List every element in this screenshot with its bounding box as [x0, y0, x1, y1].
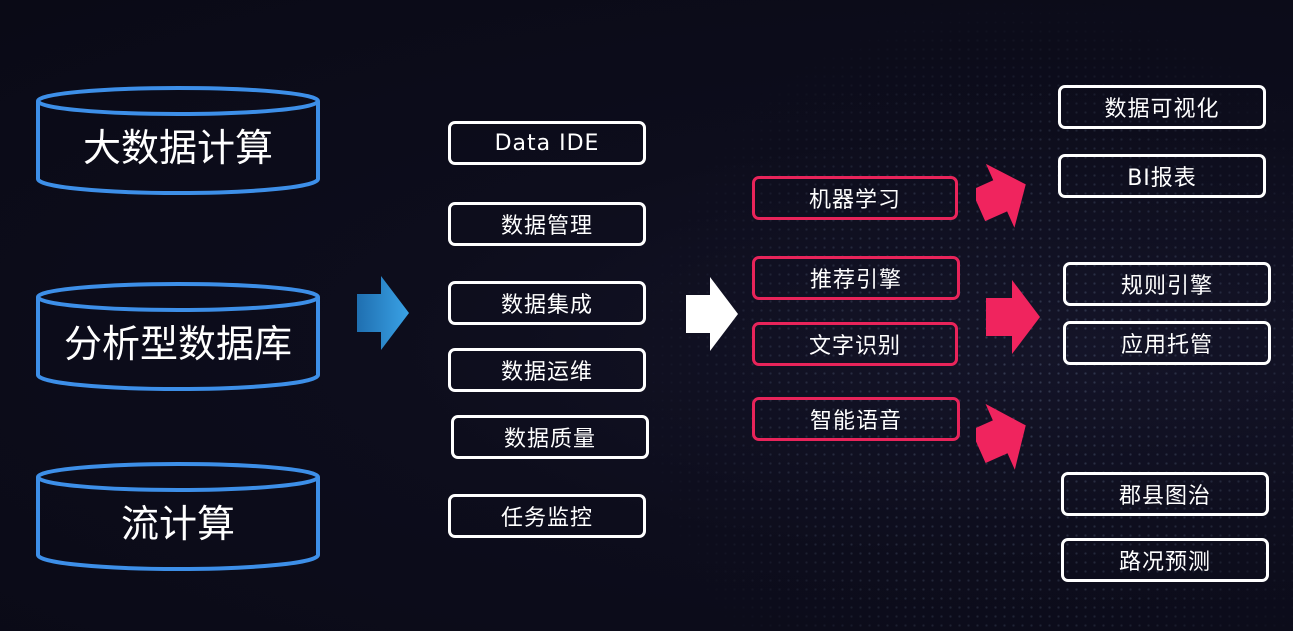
box-data-visualization: 数据可视化 [1058, 85, 1266, 129]
box-data-operations: 数据运维 [448, 348, 646, 392]
box-data-integration: 数据集成 [448, 281, 646, 325]
box-data-ide: Data IDE [448, 121, 646, 165]
box-county-governance: 郡县图治 [1061, 472, 1269, 516]
cylinder-shape [36, 462, 320, 571]
box-intelligent-voice: 智能语音 [752, 397, 960, 441]
pink-arrow-icon [976, 163, 1026, 228]
cylinder-analytic-database: 分析型数据库 [36, 282, 320, 392]
white-arrow-icon [686, 277, 738, 351]
cylinder-label: 分析型数据库 [63, 322, 292, 366]
pink-arrow-icon [976, 403, 1026, 470]
globe-dot-pattern [640, 0, 1293, 631]
cylinder-label: 流计算 [120, 502, 235, 546]
box-text-recognition: 文字识别 [752, 322, 958, 366]
cylinder-stream-computing: 流计算 [36, 462, 320, 572]
cylinder-big-data-computing: 大数据计算 [36, 86, 320, 196]
box-traffic-prediction: 路况预测 [1061, 538, 1269, 582]
box-machine-learning: 机器学习 [752, 176, 958, 220]
pink-arrow-icon [986, 280, 1040, 354]
box-data-management: 数据管理 [448, 202, 646, 246]
box-task-monitoring: 任务监控 [448, 494, 646, 538]
box-data-quality: 数据质量 [451, 415, 649, 459]
box-app-hosting: 应用托管 [1063, 321, 1271, 365]
cylinder-label: 大数据计算 [82, 126, 273, 170]
cylinder-shape [36, 282, 320, 391]
cylinder-shape [36, 86, 320, 195]
blue-arrow-icon [357, 276, 409, 350]
box-rule-engine: 规则引擎 [1063, 262, 1271, 306]
box-bi-report: BI报表 [1058, 154, 1266, 198]
box-recommendation-engine: 推荐引擎 [752, 256, 960, 300]
